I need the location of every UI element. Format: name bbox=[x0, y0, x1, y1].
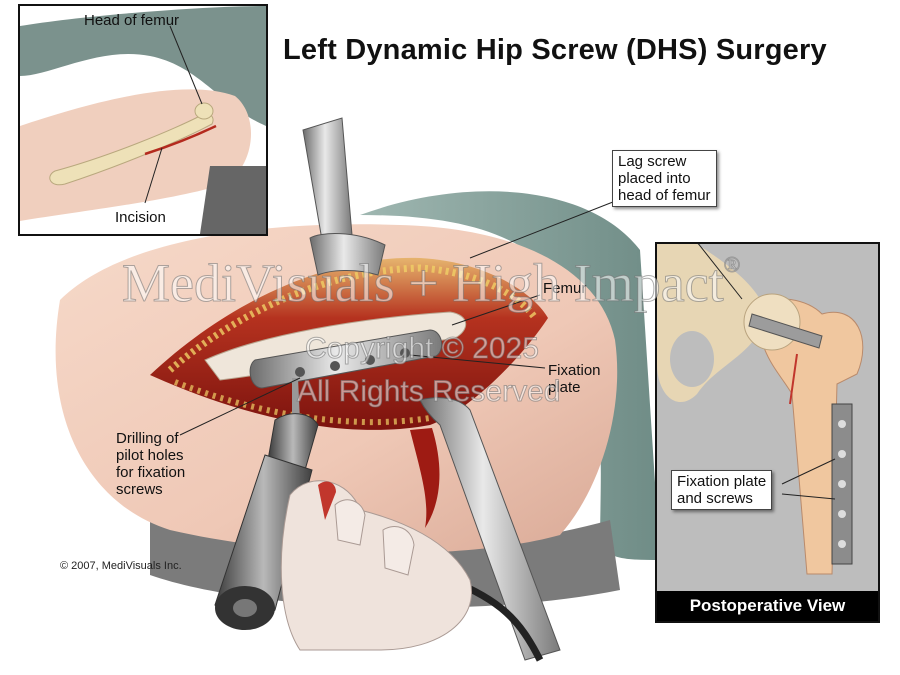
postoperative-view-caption: Postoperative View bbox=[657, 591, 878, 621]
watermark-brand: MediVisuals + High Impact® bbox=[122, 252, 741, 314]
label-incision: Incision bbox=[115, 209, 166, 226]
incision-inset: Head of femur Incision bbox=[18, 4, 268, 236]
label-lag-screw: Lag screw placed into head of femur bbox=[612, 150, 717, 207]
label-fixation-plate-and-screws: Fixation plate and screws bbox=[671, 470, 773, 510]
label-drilling-pilot-holes: Drilling of pilot holes for fixation scr… bbox=[116, 430, 186, 498]
watermark-copyright: Copyright © 2025 bbox=[305, 332, 540, 366]
leg-incision-illustration bbox=[20, 6, 266, 234]
postop-xray-illustration bbox=[657, 244, 878, 591]
label-head-of-femur: Head of femur bbox=[84, 12, 180, 29]
watermark-rights: All Rights Reserved bbox=[296, 375, 561, 409]
copyright-note: © 2007, MediVisuals Inc. bbox=[60, 560, 182, 572]
label-femur: Femur bbox=[543, 280, 587, 297]
label-fixation-plate: Fixation plate bbox=[548, 362, 601, 396]
postoperative-inset: Fixation plate and screws Postoperative … bbox=[655, 242, 880, 623]
page-title: Left Dynamic Hip Screw (DHS) Surgery bbox=[283, 34, 827, 66]
